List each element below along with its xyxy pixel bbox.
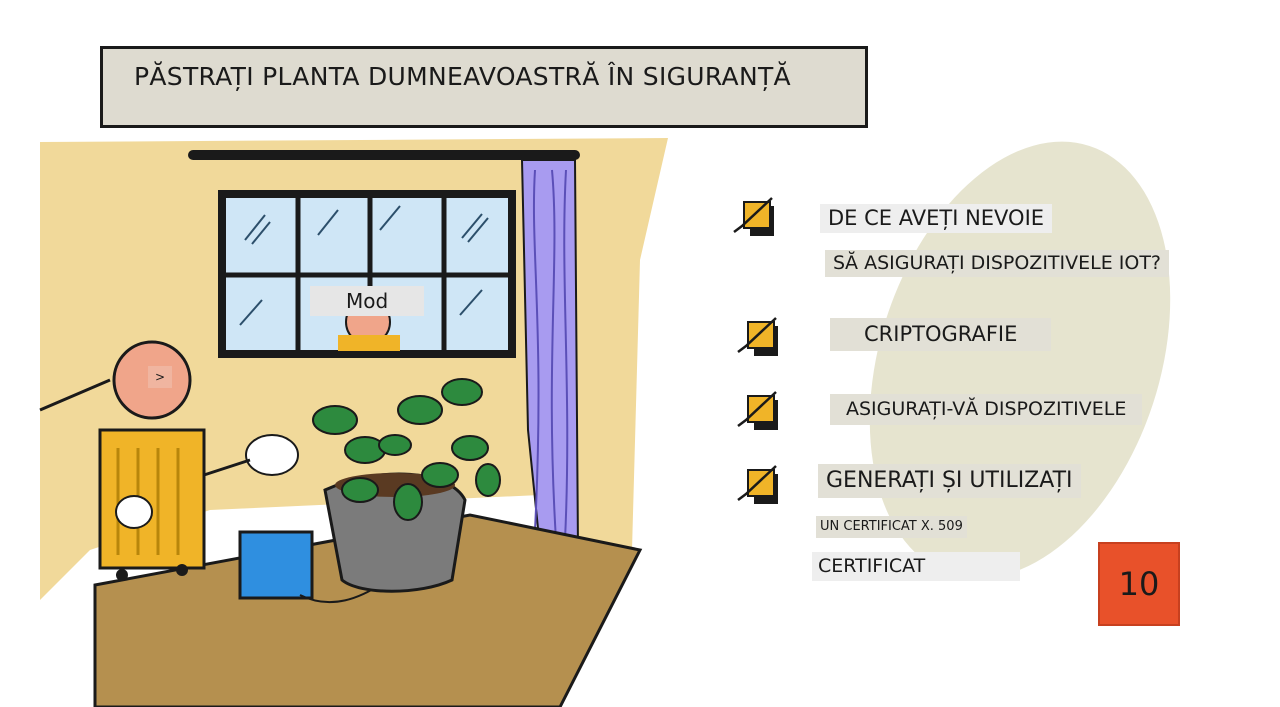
curtain-rod — [188, 150, 580, 160]
checkbox-icon — [733, 197, 774, 236]
face-mark: > — [148, 366, 172, 388]
checkbox-icon — [737, 391, 778, 430]
checkbox-icon — [737, 317, 778, 356]
page-title: PĂSTRAȚI PLANTA DUMNEAVOASTRĂ ÎN SIGURAN… — [130, 62, 795, 91]
checklist-item-3: ASIGURAȚI-VĂ DISPOZITIVELE — [830, 394, 1143, 425]
sensor-box — [238, 530, 314, 600]
window-label: Mod — [310, 286, 425, 316]
checklist-item-1-line-2: SĂ ASIGURAȚI DISPOZITIVELE IOT? — [825, 250, 1170, 277]
robot-figure — [39, 340, 299, 581]
checklist-item-4-line-1: GENERAȚI ȘI UTILIZAȚI — [818, 464, 1081, 499]
checklist-item-4-line-3: CERTIFICAT — [812, 552, 1020, 581]
checklist-item-2: CRIPTOGRAFIE — [830, 318, 1052, 352]
illustration-scene — [39, 138, 668, 707]
plant-leaves — [312, 378, 501, 521]
page-number-badge: 10 — [1098, 542, 1180, 626]
checkbox-icon — [737, 465, 778, 504]
window — [218, 190, 516, 358]
checklist-item-4-line-2: UN CERTIFICAT X. 509 — [816, 516, 967, 538]
checklist-item-1-line-1: DE CE AVEȚI NEVOIE — [820, 204, 1053, 234]
